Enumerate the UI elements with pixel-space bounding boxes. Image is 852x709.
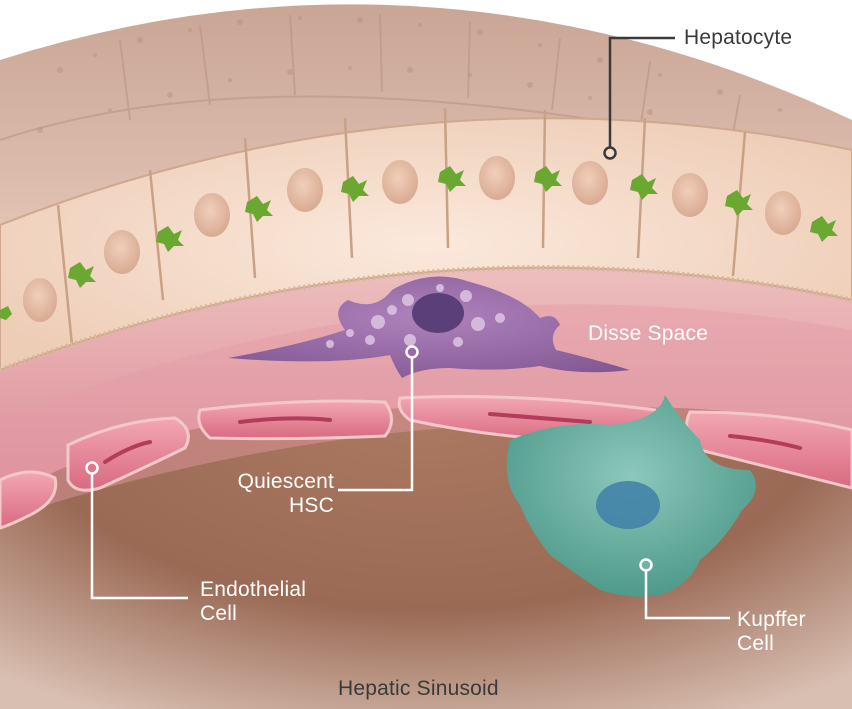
- quiescent-hsc-line-1: Quiescent: [204, 470, 334, 494]
- stellate-nucleus: [412, 293, 464, 333]
- hepatocyte-label: Hepatocyte: [684, 26, 792, 50]
- endothelial-cell-line-2: Cell: [200, 602, 306, 626]
- endothelial-cell-label: Endothelial Cell: [200, 578, 306, 626]
- hepatic-sinusoid-label: Hepatic Sinusoid: [338, 677, 499, 701]
- kupffer-nucleus: [596, 481, 660, 529]
- quiescent-hsc-line-2: HSC: [204, 494, 334, 518]
- disse-space-label: Disse Space: [588, 322, 708, 346]
- hsc-pointer-dot: [407, 347, 418, 358]
- kupffer-cell-line-1: Kupffer: [737, 608, 806, 632]
- kupffer-cell-line-2: Cell: [737, 632, 806, 656]
- endothelial-pointer-dot: [87, 463, 98, 474]
- endothelial-cell-line-1: Endothelial: [200, 578, 306, 602]
- kupffer-pointer-dot: [641, 560, 652, 571]
- quiescent-hsc-label: Quiescent HSC: [204, 470, 334, 518]
- hepatocyte-pointer-dot: [605, 148, 616, 159]
- kupffer-cell-label: Kupffer Cell: [737, 608, 806, 656]
